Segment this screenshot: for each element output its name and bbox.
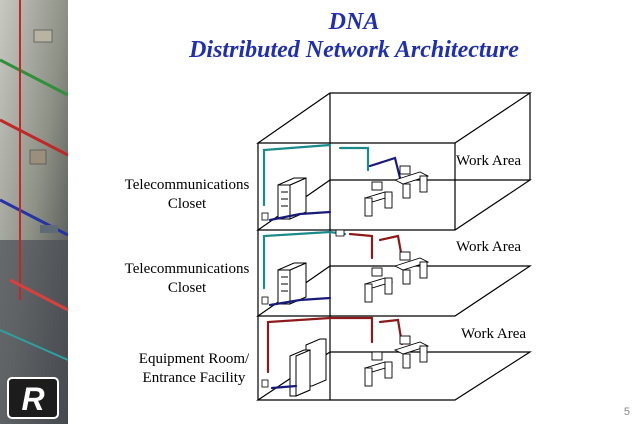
red-cable-mid-wa: [378, 234, 404, 260]
label-work-area-bot: Work Area: [461, 326, 527, 342]
workstation-top-1: [363, 181, 394, 217]
label-work-area-mid: Work Area: [456, 239, 522, 255]
label-telecom-closet-top: Telecommunications Closet: [124, 177, 250, 212]
equipment-racks: [289, 338, 327, 397]
navy-cable-top: [268, 210, 332, 222]
logo-icon: R: [21, 381, 44, 417]
roof-plane: [256, 92, 532, 144]
floor-slab-bot: [256, 351, 533, 401]
teal-cable-top: [262, 143, 370, 207]
workstation-bot-1: [363, 351, 394, 387]
workstation-bot-2: [393, 335, 430, 369]
closet-cabinet-top: [277, 177, 307, 220]
navy-cable-bot: [270, 384, 298, 390]
workstation-top-2: [393, 165, 430, 199]
label-equipment-room: Equipment Room/ Entrance Facility: [138, 351, 250, 386]
page-number: 5: [623, 406, 630, 418]
title-dna: DNA: [328, 9, 380, 35]
red-cable-bot: [266, 316, 374, 374]
red-cable-bot-wa: [378, 318, 404, 346]
label-work-area-top: Work Area: [456, 153, 522, 169]
workstation-mid-1: [363, 267, 394, 303]
sidebar-decorative-image: R: [0, 0, 68, 424]
title-block: DNA Distributed Network Architecture: [70, 8, 638, 64]
navy-cable-top-wa: [368, 156, 402, 180]
label-telecom-closet-mid: Telecommunications Closet: [124, 261, 250, 296]
closet-cabinet-mid: [277, 262, 307, 305]
red-cable-mid: [348, 232, 374, 260]
workstation-mid-2: [393, 251, 430, 285]
title-subtitle: Distributed Network Architecture: [189, 37, 519, 63]
navy-cable-mid: [268, 296, 332, 307]
